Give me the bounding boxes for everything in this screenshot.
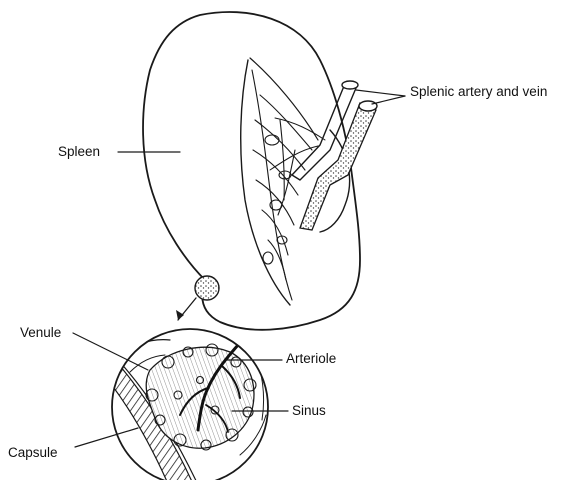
magnified-view — [100, 320, 280, 480]
sinus-label: Sinus — [292, 404, 326, 418]
magnification-spot — [176, 276, 219, 320]
venule-label: Venule — [20, 326, 61, 340]
splenic-vessels-label: Splenic artery and vein — [410, 85, 547, 99]
spleen-label: Spleen — [58, 145, 100, 159]
splenic-vein-leader — [372, 96, 405, 104]
arteriole-label: Arteriole — [286, 352, 336, 366]
spleen-organ — [143, 12, 377, 330]
splenic-artery-leader — [356, 90, 405, 96]
capsule-label: Capsule — [8, 446, 58, 460]
